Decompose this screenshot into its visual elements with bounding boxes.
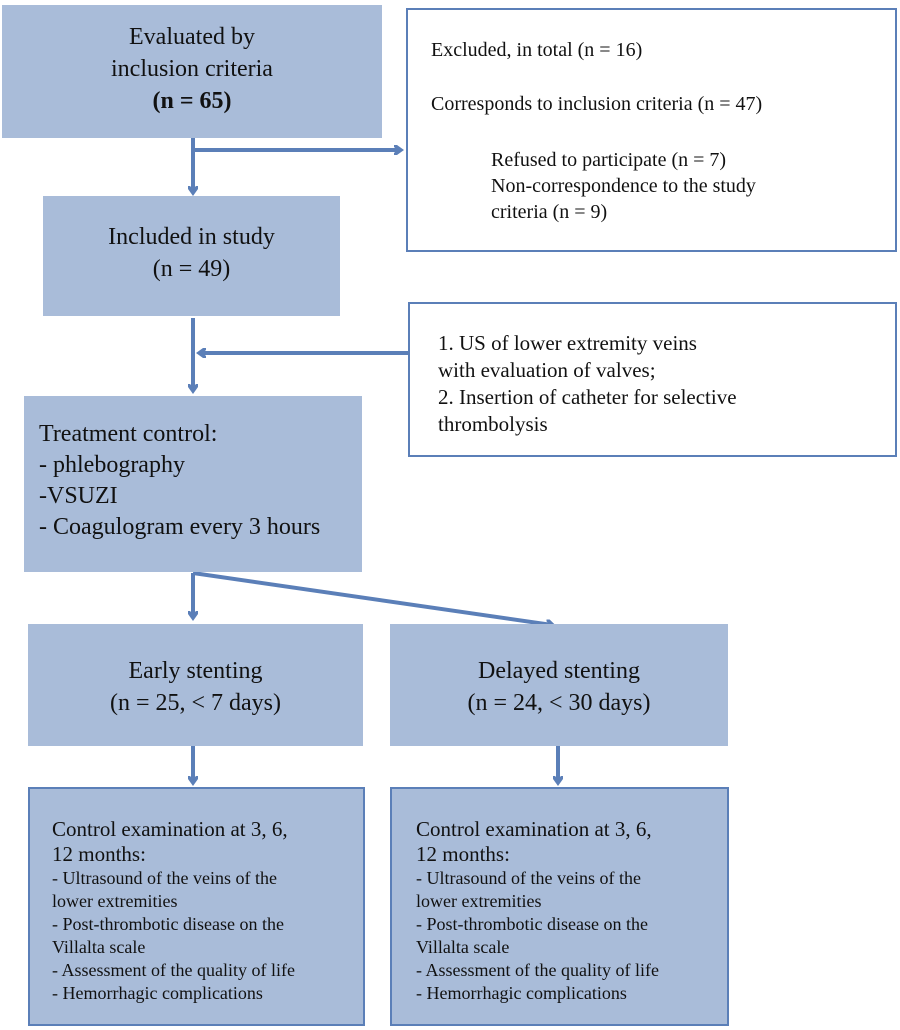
excluded-box: Excluded, in total (n = 16) Corresponds …	[406, 8, 897, 252]
control-left-item-2: lower extremities	[52, 891, 178, 911]
control-right-item-2: lower extremities	[416, 891, 542, 911]
control-right-item-6: - Hemorrhagic complications	[416, 983, 627, 1003]
control-left-item-5: - Assessment of the quality of life	[52, 960, 295, 980]
control-left-head: Control examination at 3, 6, 12 months:	[52, 817, 363, 867]
control-exam-left-box: Control examination at 3, 6, 12 months: …	[28, 787, 365, 1026]
control-right-head-2: 12 months:	[416, 842, 510, 866]
treatment-title: Treatment control:	[39, 421, 218, 447]
excluded-total: Excluded, in total (n = 16)	[431, 39, 643, 61]
excluded-reason-2: Non-correspondence to the study	[491, 175, 756, 197]
excluded-reason-1: Refused to participate (n = 7)	[491, 149, 727, 171]
control-right-item-1: - Ultrasound of the veins of the	[416, 868, 641, 888]
control-right-item-4: Villalta scale	[416, 937, 510, 957]
procedures-line-3: 2. Insertion of catheter for selective	[438, 385, 737, 409]
control-exam-right-box: Control examination at 3, 6, 12 months: …	[390, 787, 729, 1026]
excluded-reason-3: criteria (n = 9)	[491, 201, 608, 223]
procedures-box: 1. US of lower extremity veins with eval…	[408, 302, 897, 457]
treatment-box: Treatment control: - phlebography -VSUZI…	[24, 396, 362, 572]
treatment-item-2: -VSUZI	[39, 483, 118, 509]
included-box: Included in study (n = 49)	[43, 196, 340, 316]
evaluated-line-2: inclusion criteria	[111, 56, 273, 82]
control-left-items: - Ultrasound of the veins of the lower e…	[52, 867, 363, 1005]
early-stenting-label: Early stenting	[128, 658, 263, 684]
control-right-item-3: - Post-thrombotic disease on the	[416, 914, 648, 934]
excluded-reasons: Refused to participate (n = 7) Non-corre…	[491, 147, 756, 225]
control-left-head-2: 12 months:	[52, 842, 146, 866]
arrow-treatment-to-delayed	[192, 571, 552, 625]
procedures-line-4: thrombolysis	[438, 412, 548, 436]
control-left-item-3: - Post-thrombotic disease on the	[52, 914, 284, 934]
control-left-item-6: - Hemorrhagic complications	[52, 983, 263, 1003]
control-right-head-1: Control examination at 3, 6,	[416, 817, 652, 841]
delayed-stenting-label: Delayed stenting	[478, 658, 640, 684]
procedures-line-1: 1. US of lower extremity veins	[438, 331, 697, 355]
delayed-stenting-count: (n = 24, < 30 days)	[467, 690, 651, 716]
early-stenting-count: (n = 25, < 7 days)	[109, 690, 282, 716]
control-right-items: - Ultrasound of the veins of the lower e…	[416, 867, 727, 1005]
early-stenting-box: Early stenting (n = 25, < 7 days)	[28, 624, 363, 746]
evaluated-count: (n = 65)	[152, 88, 232, 114]
included-label: Included in study	[108, 224, 275, 250]
included-count: (n = 49)	[152, 256, 231, 282]
control-right-head: Control examination at 3, 6, 12 months:	[416, 817, 727, 867]
evaluated-line-1: Evaluated by	[129, 24, 255, 50]
treatment-item-3: - Coagulogram every 3 hours	[39, 514, 321, 540]
evaluated-box: Evaluated by inclusion criteria (n = 65)	[2, 5, 382, 138]
treatment-item-1: - phlebography	[39, 452, 185, 478]
control-right-item-5: - Assessment of the quality of life	[416, 960, 659, 980]
procedures-line-2: with evaluation of valves;	[438, 358, 656, 382]
control-left-head-1: Control examination at 3, 6,	[52, 817, 288, 841]
excluded-corresponds: Corresponds to inclusion criteria (n = 4…	[431, 93, 763, 115]
delayed-stenting-box: Delayed stenting (n = 24, < 30 days)	[390, 624, 728, 746]
control-left-item-1: - Ultrasound of the veins of the	[52, 868, 277, 888]
control-left-item-4: Villalta scale	[52, 937, 146, 957]
